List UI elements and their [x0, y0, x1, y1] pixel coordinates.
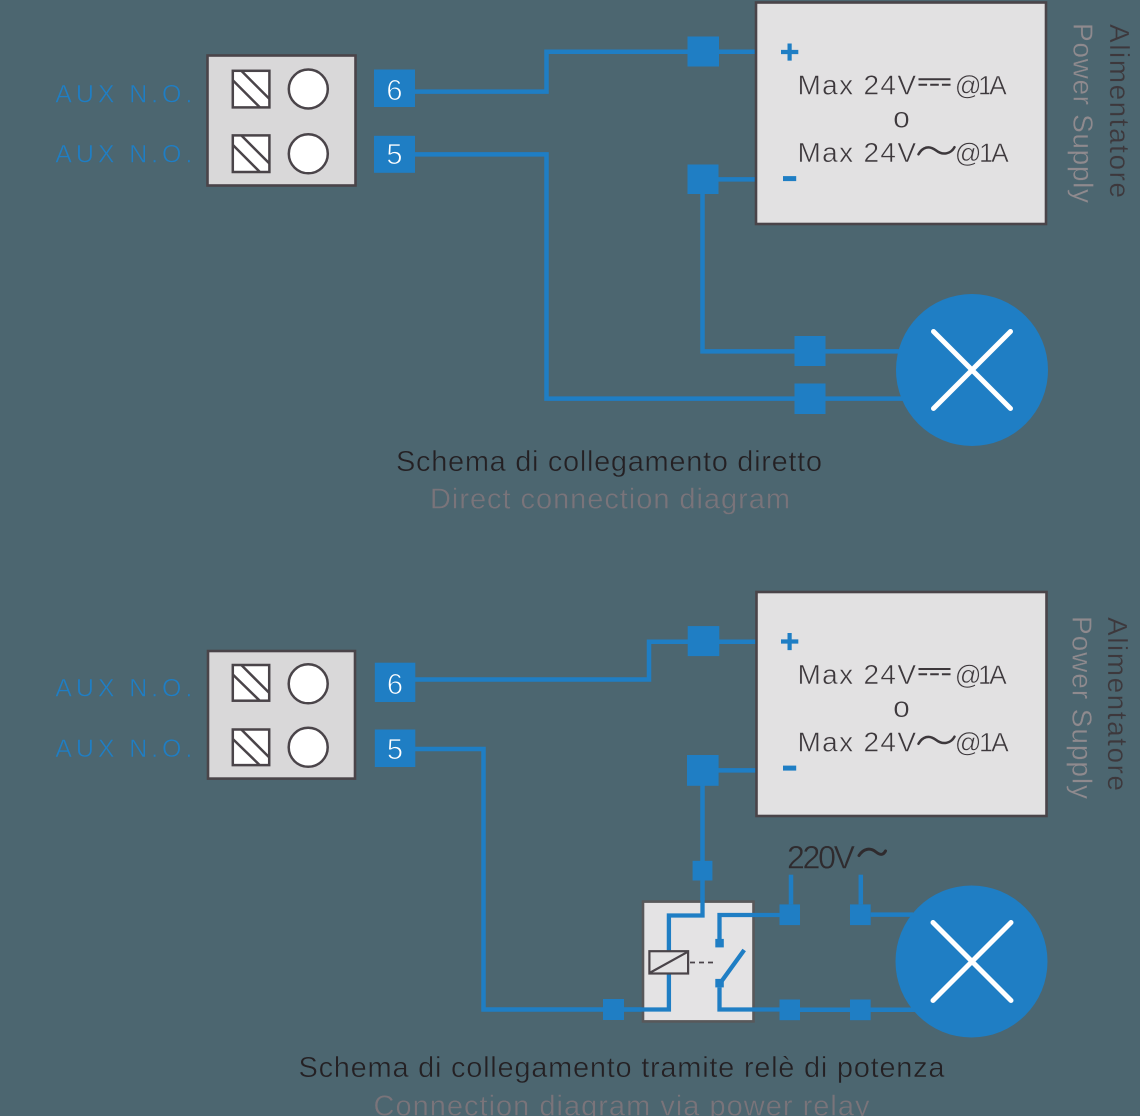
- svg-text:@1A: @1A: [955, 71, 1007, 101]
- svg-text:5: 5: [387, 734, 403, 766]
- svg-text:Max 24V: Max 24V: [798, 727, 917, 758]
- svg-text:220V: 220V: [787, 840, 856, 876]
- svg-text:@1A: @1A: [955, 660, 1007, 690]
- svg-text:Max 24V: Max 24V: [798, 659, 917, 690]
- svg-text:Schema di collegamento diretto: Schema di collegamento diretto: [396, 446, 822, 478]
- svg-text:Alimentatore: Alimentatore: [1104, 24, 1135, 198]
- svg-text:AUX N.O.: AUX N.O.: [55, 735, 192, 763]
- svg-text:AUX N.O.: AUX N.O.: [55, 140, 192, 168]
- svg-text:Direct connection diagram: Direct connection diagram: [430, 484, 790, 516]
- svg-text:@1A: @1A: [955, 138, 1009, 168]
- svg-text:AUX N.O.: AUX N.O.: [55, 80, 192, 108]
- svg-text:Schema di collegamento tramite: Schema di collegamento tramite relè di p…: [299, 1052, 946, 1084]
- svg-text:6: 6: [386, 75, 402, 107]
- svg-text:Power Supply: Power Supply: [1067, 616, 1098, 799]
- svg-text:AUX N.O.: AUX N.O.: [55, 675, 192, 703]
- svg-text:Connection diagram via power r: Connection diagram via power relay: [374, 1091, 871, 1116]
- svg-text:Max 24V: Max 24V: [798, 137, 917, 168]
- svg-text:6: 6: [387, 669, 403, 701]
- svg-text:Alimentatore: Alimentatore: [1102, 617, 1133, 791]
- svg-text:@1A: @1A: [955, 728, 1009, 758]
- svg-text:Power Supply: Power Supply: [1068, 23, 1099, 203]
- svg-text:o: o: [893, 691, 910, 724]
- svg-text:5: 5: [386, 139, 402, 171]
- svg-text:o: o: [893, 101, 910, 134]
- svg-text:Max 24V: Max 24V: [798, 70, 917, 101]
